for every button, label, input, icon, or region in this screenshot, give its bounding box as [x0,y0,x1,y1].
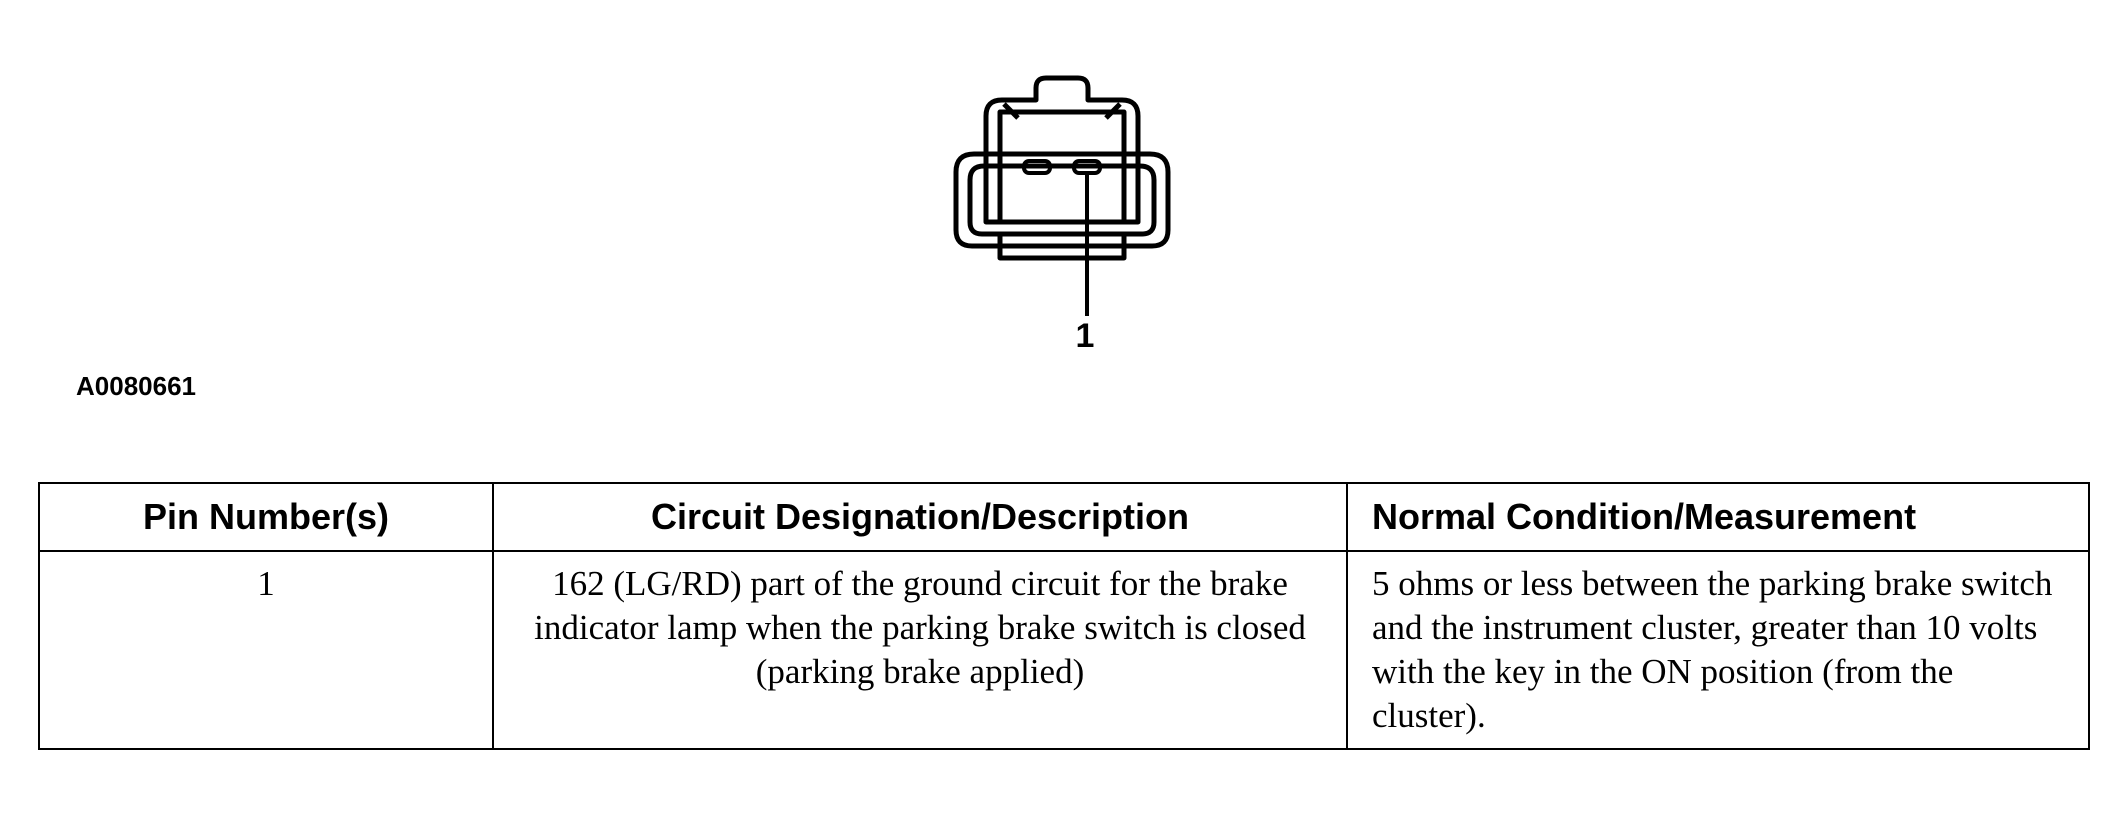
table-row: 1 162 (LG/RD) part of the ground circuit… [38,550,2090,750]
header-circuit-description: Circuit Designation/Description [492,482,1348,552]
cell-pin-number: 1 [38,550,494,750]
pin-callout-label: 1 [1075,317,1095,355]
pin-terminal-left [1022,159,1052,175]
table-header-row: Pin Number(s) Circuit Designation/Descri… [38,482,2090,552]
pin-table: Pin Number(s) Circuit Designation/Descri… [38,482,2090,750]
connector-housing [983,75,1141,225]
cell-circuit-description: 162 (LG/RD) part of the ground circuit f… [492,550,1348,750]
header-normal-condition: Normal Condition/Measurement [1346,482,2090,552]
connector-latch-right [1104,102,1122,120]
connector-latch-left [1002,102,1020,120]
connector-inner-shell [967,163,1157,237]
connector-diagram [953,75,1171,316]
connector-outer-shell [953,151,1171,249]
figure-id: A0080661 [76,371,196,401]
header-pin-number: Pin Number(s) [38,482,494,552]
connector-cavity [997,109,1127,225]
cell-normal-condition: 5 ohms or less between the parking brake… [1346,550,2090,750]
